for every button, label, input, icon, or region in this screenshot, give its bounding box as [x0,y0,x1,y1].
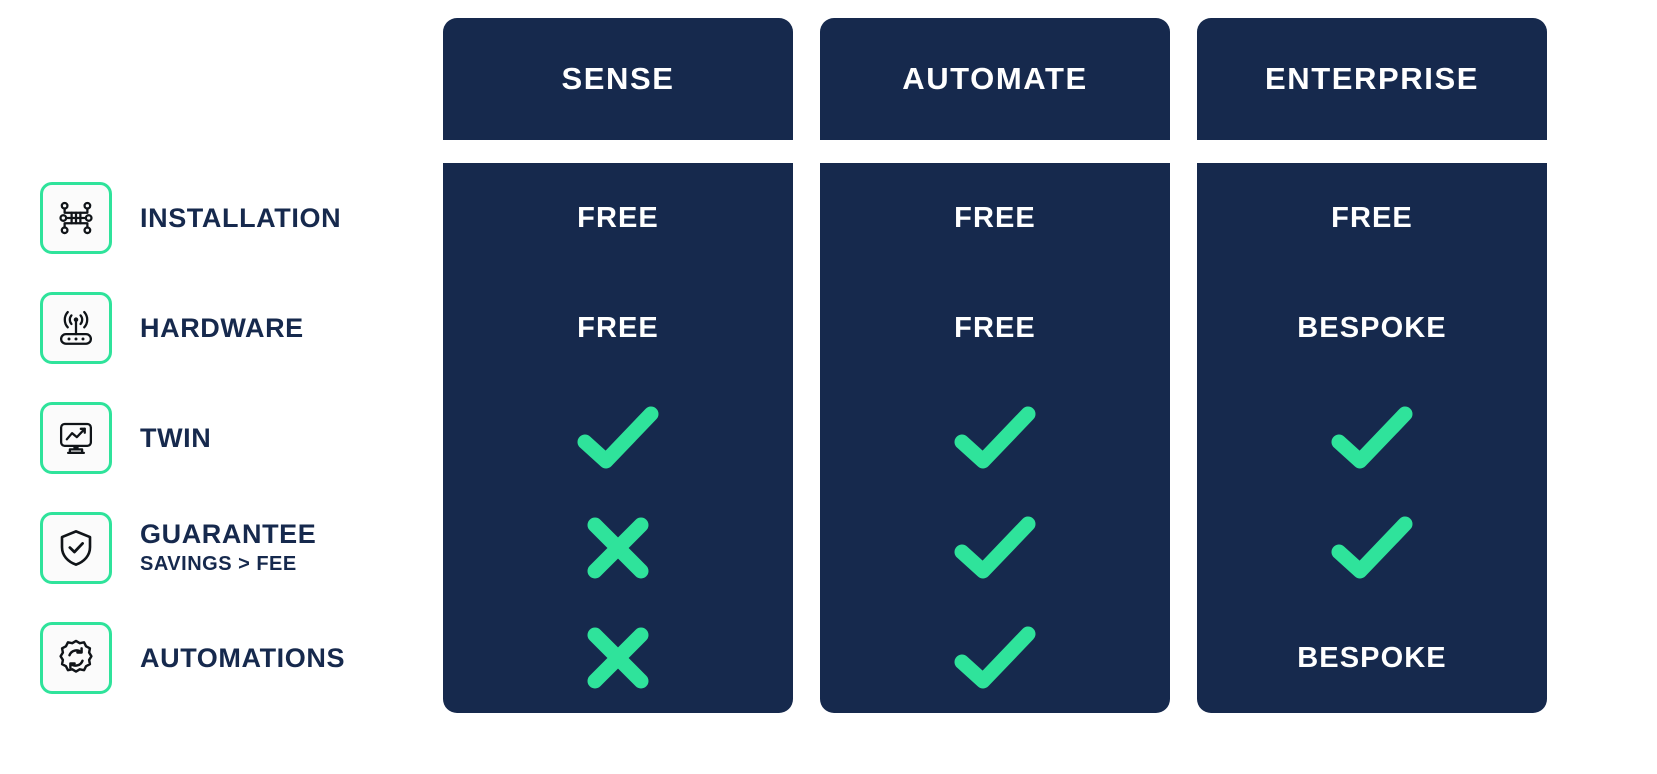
feature-title: AUTOMATIONS [140,642,346,673]
cross-icon [587,517,649,579]
feature-row-twin: TWIN [0,383,443,493]
feature-title: INSTALLATION [140,202,342,233]
cell-sense-guarantee [443,493,793,603]
wifi-router-icon [40,292,112,364]
cell-automate-automations [820,603,1170,713]
feature-text-twin: TWIN [140,423,211,453]
check-icon [954,516,1036,579]
cell-sense-twin [443,383,793,493]
feature-text-installation: INSTALLATION [140,203,341,233]
cell-enterprise-twin [1197,383,1547,493]
plan-header-label: AUTOMATE [902,61,1088,96]
feature-title: TWIN [140,422,212,453]
cell-enterprise-guarantee [1197,493,1547,603]
feature-row-hardware: HARDWARE [0,273,443,383]
cell-automate-twin [820,383,1170,493]
monitor-chart-icon [40,402,112,474]
cell-value: BESPOKE [1297,641,1447,674]
cell-sense-hardware: FREE [443,273,793,383]
cell-enterprise-installation: FREE [1197,163,1547,273]
plan-header-automate[interactable]: AUTOMATE [820,18,1170,140]
feature-row-automations: AUTOMATIONS [0,603,443,713]
cell-sense-automations [443,603,793,713]
check-icon [1331,516,1413,579]
feature-subtitle: SAVINGS > FEE [140,553,297,576]
plan-column-automate: FREE FREE [820,163,1170,713]
feature-row-installation: INSTALLATION [0,163,443,273]
cell-value: FREE [954,201,1036,234]
feature-text-guarantee: GUARANTEE SAVINGS > FEE [140,519,316,577]
cell-value: FREE [954,311,1036,344]
plan-header-label: ENTERPRISE [1264,61,1480,96]
check-icon [577,406,659,469]
plan-column-enterprise: FREE BESPOKE BESPOKE [1197,163,1547,713]
shield-check-icon [40,512,112,584]
cell-value: BESPOKE [1297,311,1447,344]
cell-sense-installation: FREE [443,163,793,273]
cell-value: FREE [1331,201,1413,234]
cell-enterprise-automations: BESPOKE [1197,603,1547,713]
feature-title: GUARANTEE [140,518,317,549]
circuit-nodes-icon [40,182,112,254]
gear-refresh-icon [40,622,112,694]
check-icon [954,626,1036,689]
feature-text-hardware: HARDWARE [140,313,304,343]
plan-column-sense: FREE FREE [443,163,793,713]
feature-list: INSTALLATION HARDWAR [0,163,443,713]
plan-header-label: SENSE [561,61,675,96]
feature-text-automations: AUTOMATIONS [140,643,345,673]
cell-enterprise-hardware: BESPOKE [1197,273,1547,383]
feature-row-guarantee: GUARANTEE SAVINGS > FEE [0,493,443,603]
cell-value: FREE [577,201,659,234]
check-icon [1331,406,1413,469]
plan-header-sense[interactable]: SENSE [443,18,793,140]
cell-automate-guarantee [820,493,1170,603]
cell-automate-hardware: FREE [820,273,1170,383]
plan-header-enterprise[interactable]: ENTERPRISE [1197,18,1547,140]
cell-value: FREE [577,311,659,344]
cross-icon [587,627,649,689]
check-icon [954,406,1036,469]
cell-automate-installation: FREE [820,163,1170,273]
feature-title: HARDWARE [140,312,304,343]
